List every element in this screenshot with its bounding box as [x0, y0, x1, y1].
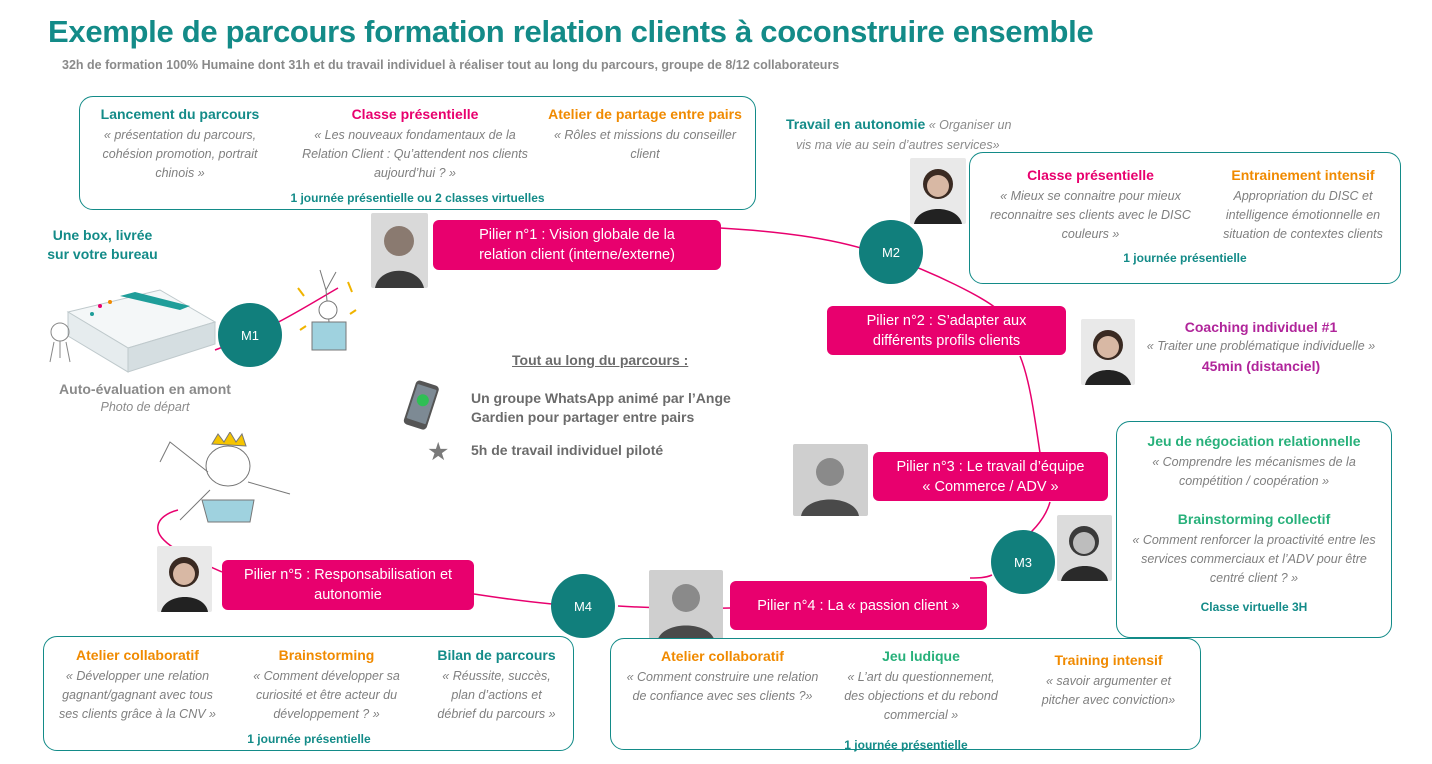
trainer-photo-6 [157, 546, 212, 612]
m4-game-text: « L’art du questionnement, des objection… [844, 670, 998, 722]
self-assessment-title: Auto-évaluation en amont [59, 381, 231, 397]
module-m2: M2 [859, 220, 923, 284]
m4-workshop-title: Atelier collaboratif [661, 648, 784, 664]
m4-training-column: Training intensif « savoir argumenter et… [1021, 651, 1196, 710]
module-m4: M4 [551, 574, 615, 638]
coaching-title: Coaching individuel #1 [1184, 319, 1338, 335]
module-m1: M1 [218, 303, 282, 367]
peer-workshop-text: « Rôles et missions du conseiller client [553, 128, 737, 161]
module2-box: Classe présentielle « Mieux se connaitre… [969, 152, 1401, 284]
self-assessment: Auto-évaluation en amont Photo de départ [40, 381, 250, 414]
individual-work-text: 5h de travail individuel piloté [471, 442, 664, 458]
m4-game-column: Jeu ludique « L’art du questionnement, d… [831, 647, 1011, 725]
m5-review-column: Bilan de parcours « Réussite, succès, pl… [424, 646, 569, 724]
negotiation-text: « Comprendre les mécanismes de la compét… [1152, 455, 1356, 488]
negotiation-column: Jeu de négociation relationnelle « Compr… [1117, 432, 1391, 491]
m2-training-text: Appropriation du DISC et intelligence ém… [1223, 189, 1383, 241]
m4-workshop-column: Atelier collaboratif « Comment construir… [615, 647, 830, 706]
m2-class-text: « Mieux se connaitre pour mieux reconnai… [990, 189, 1191, 241]
m2-training-column: Entrainement intensif Appropriation du D… [1208, 166, 1398, 244]
star-icon: ★ [427, 438, 450, 466]
m2-class-title: Classe présentielle [1027, 167, 1154, 183]
center-title: Tout au long du parcours : [512, 352, 689, 368]
class-column: Classe présentielle « Les nouveaux fonda… [290, 105, 540, 183]
module5-box: Atelier collaboratif « Développer une re… [43, 636, 574, 751]
m4-game-title: Jeu ludique [882, 648, 960, 664]
m5-workshop-column: Atelier collaboratif « Développer une re… [50, 646, 225, 724]
m5-brainstorm-text: « Comment développer sa curiosité et êtr… [253, 669, 400, 721]
module3-box: Jeu de négociation relationnelle « Compr… [1116, 421, 1392, 638]
m2-training-title: Entrainement intensif [1231, 167, 1375, 183]
self-assessment-sub: Photo de départ [100, 400, 190, 414]
trainer-photo-4 [1057, 515, 1112, 581]
page-title: Exemple de parcours formation relation c… [48, 14, 1094, 49]
launch-column: Lancement du parcours « présentation du … [90, 105, 270, 183]
autonomy-text-2: vis ma vie au sein d’autres services» [796, 138, 1000, 152]
brainstorm-column: Brainstorming collectif « Comment renfor… [1117, 510, 1391, 588]
peer-workshop-column: Atelier de partage entre pairs « Rôles e… [540, 105, 750, 164]
module3-footer: Classe virtuelle 3H [1200, 600, 1308, 614]
m4-training-title: Training intensif [1054, 652, 1163, 668]
brainstorm-title: Brainstorming collectif [1177, 511, 1331, 527]
trainer-photo-3 [793, 444, 868, 516]
trainer-photo-5 [649, 570, 723, 642]
m4-workshop-text: « Comment construire une relation de con… [626, 670, 819, 703]
module2-footer: 1 journée présentielle [1123, 251, 1247, 265]
coaching-sub: « Traiter une problématique individuelle… [1146, 339, 1376, 353]
m4-training-text: « savoir argumenter et pitcher avec conv… [1041, 674, 1176, 707]
trainer-photo-1 [371, 213, 428, 288]
launch-text: « présentation du parcours, cohésion pro… [102, 128, 258, 180]
whatsapp-phone-icon [403, 380, 439, 430]
m5-workshop-text: « Développer une relation gagnant/gagnan… [58, 669, 216, 721]
coaching-duration: 45min (distanciel) [1201, 358, 1321, 374]
module4-footer: 1 journée présentielle [844, 738, 968, 752]
pillar-3: Pilier n°3 : Le travail d’équipe« Commer… [873, 452, 1108, 501]
page-subtitle: 32h de formation 100% Humaine dont 31h e… [62, 58, 840, 72]
gift-box-illustration [49, 289, 217, 373]
autonomy-note: Travail en autonomie « Organiser un vis … [786, 114, 1026, 155]
m5-brainstorm-title: Brainstorming [278, 647, 375, 663]
module-m3: M3 [991, 530, 1055, 594]
m5-review-title: Bilan de parcours [437, 647, 556, 663]
box-delivery-note: Une box, livrée sur votre bureau [47, 227, 158, 262]
coaching-block: Coaching individuel #1 « Traiter une pro… [1135, 318, 1387, 375]
class-title: Classe présentielle [351, 106, 479, 122]
autonomy-text-1: « Organiser un [928, 118, 1012, 132]
king-character-illustration [159, 432, 291, 523]
module1-box: Lancement du parcours « présentation du … [79, 96, 756, 210]
peer-workshop-title: Atelier de partage entre pairs [548, 106, 742, 122]
autonomy-title: Travail en autonomie [786, 116, 926, 132]
trainer-photo-2 [910, 158, 966, 224]
class-text: « Les nouveaux fondamentaux de la Relati… [302, 128, 528, 180]
jack-in-box-illustration [297, 269, 357, 351]
pillar-4: Pilier n°4 : La « passion client » [730, 581, 987, 630]
m5-workshop-title: Atelier collaboratif [76, 647, 199, 663]
module1-footer: 1 journée présentielle ou 2 classes virt… [290, 191, 545, 205]
module5-footer: 1 journée présentielle [247, 732, 371, 746]
m5-review-text: « Réussite, succès, plan d’actions et dé… [437, 669, 556, 721]
m5-brainstorm-column: Brainstorming « Comment développer sa cu… [234, 646, 419, 724]
module4-box: Atelier collaboratif « Comment construir… [610, 638, 1201, 752]
launch-title: Lancement du parcours [100, 106, 260, 122]
negotiation-title: Jeu de négociation relationnelle [1147, 433, 1361, 449]
brainstorm-text: « Comment renforcer la proactivité entre… [1132, 533, 1376, 585]
m2-class-column: Classe présentielle « Mieux se connaitre… [978, 166, 1203, 244]
coach-photo [1081, 319, 1135, 385]
whatsapp-group-text: Un groupe WhatsApp animé par l’Ange Gard… [471, 390, 731, 425]
